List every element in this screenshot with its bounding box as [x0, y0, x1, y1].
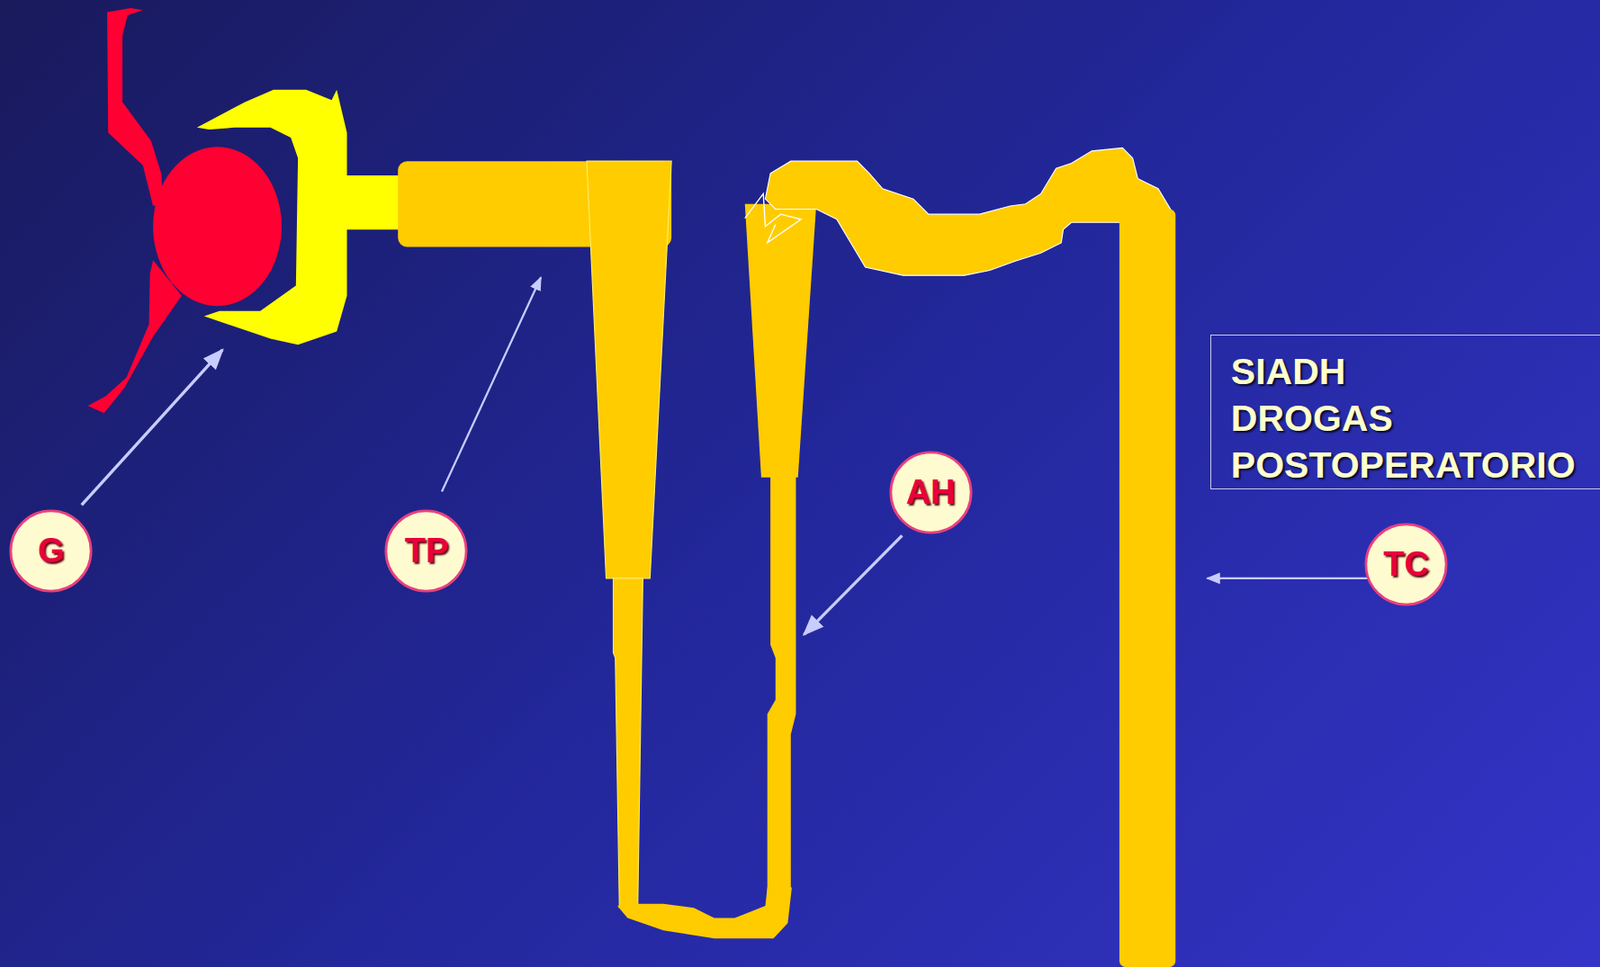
leader-arrow: [1206, 577, 1377, 580]
distal-tubule: [764, 147, 1174, 276]
thick-ascending-limb: [745, 204, 817, 478]
callout-circle: AH: [889, 450, 973, 535]
macula-detail: [745, 193, 801, 243]
loop-bend: [617, 888, 792, 940]
callout-circle: TP: [384, 509, 468, 594]
callout-circle: G: [8, 509, 93, 594]
afferent-arteriole: [107, 8, 163, 207]
efferent-arteriole: [88, 260, 182, 414]
thin-descending-limb: [612, 578, 643, 908]
note-text: POSTOPERATORIO: [1231, 441, 1600, 489]
callout-circle: TC: [1364, 522, 1448, 607]
glomerulus: [152, 146, 282, 306]
leader-arrow: [81, 350, 223, 505]
note-text: SIADH: [1231, 348, 1600, 396]
thin-ascending-limb: [767, 475, 797, 893]
collecting-tube: [1119, 208, 1176, 967]
descending-limb: [586, 161, 672, 579]
callout-label: TP: [384, 509, 468, 594]
note-text: DROGAS: [1231, 395, 1600, 442]
leader-arrow: [804, 535, 903, 635]
callout-label: AH: [889, 450, 973, 535]
note-box: SIADHDROGASPOSTOPERATORIO: [1210, 334, 1600, 490]
callout-label: G: [8, 509, 93, 594]
callout-label: TC: [1364, 522, 1448, 607]
leader-arrow: [441, 277, 541, 492]
